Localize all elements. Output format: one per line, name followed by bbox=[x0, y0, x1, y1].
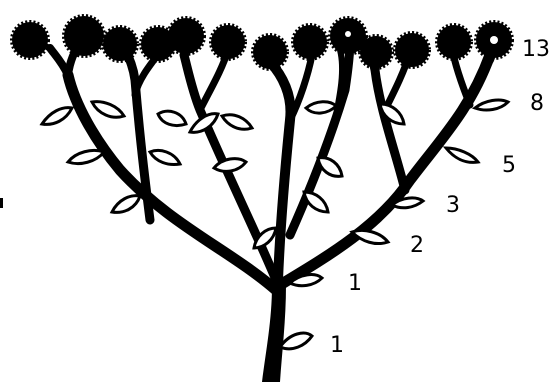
leaf-icon bbox=[112, 196, 140, 213]
leaf-icon bbox=[280, 333, 312, 349]
flower-head-icon bbox=[64, 16, 104, 56]
level-labels: 1 1 2 3 5 8 13 bbox=[330, 37, 550, 358]
leaf-icon bbox=[304, 192, 328, 212]
flower-highlight bbox=[345, 31, 351, 37]
edge-mark bbox=[0, 198, 3, 208]
leaf-icon bbox=[446, 148, 478, 162]
flower-head-icon bbox=[360, 36, 392, 68]
leaf-icon bbox=[318, 158, 342, 177]
label-level-4: 3 bbox=[446, 193, 460, 218]
flower-heads bbox=[12, 16, 512, 69]
leaf-icon bbox=[222, 115, 252, 130]
flower-highlight bbox=[490, 36, 498, 44]
leaf-icon bbox=[150, 151, 180, 165]
leaf-icon bbox=[306, 102, 336, 113]
label-level-6: 8 bbox=[530, 91, 544, 116]
flower-head-icon bbox=[12, 22, 48, 58]
flower-head-icon bbox=[293, 25, 327, 59]
label-trunk-upper: 1 bbox=[348, 271, 362, 296]
flower-head-icon bbox=[168, 18, 204, 54]
label-level-5: 5 bbox=[502, 153, 516, 178]
stems bbox=[50, 40, 495, 290]
trunk bbox=[262, 285, 286, 382]
flower-head-icon bbox=[253, 35, 287, 69]
flower-head-icon bbox=[211, 25, 245, 59]
leaf-icon bbox=[92, 102, 124, 118]
label-trunk-base: 1 bbox=[330, 333, 344, 358]
flower-head-icon bbox=[103, 27, 137, 61]
label-level-7: 13 bbox=[522, 37, 550, 62]
leaf-icon bbox=[42, 108, 72, 125]
leaf-icon bbox=[158, 111, 186, 125]
label-level-3: 2 bbox=[410, 233, 424, 258]
leaf-icon bbox=[475, 100, 508, 110]
leaf-icon bbox=[352, 230, 388, 243]
flower-head-icon bbox=[395, 33, 429, 67]
leaf-icon bbox=[68, 150, 104, 163]
flower-head-icon bbox=[437, 25, 471, 59]
leaf-icon bbox=[190, 114, 218, 133]
